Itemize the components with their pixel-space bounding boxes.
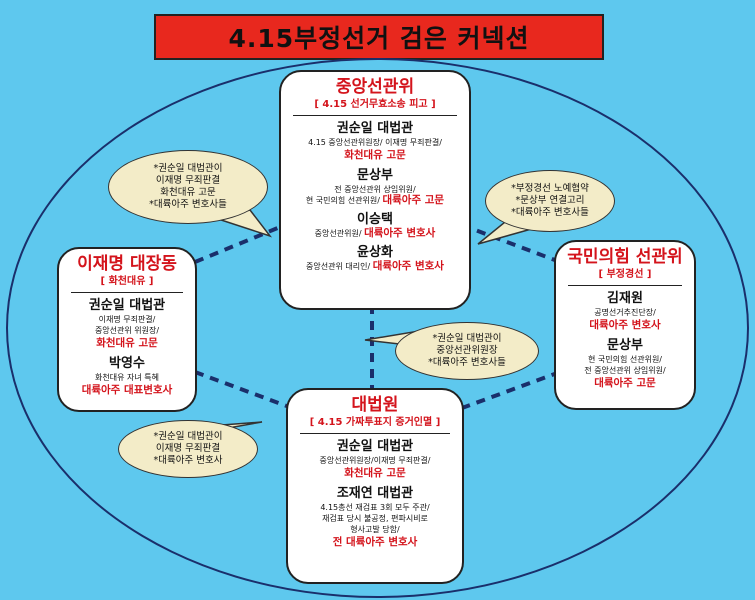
court-person: 권순일 대법관 중앙선관위원장/이재명 무죄판결/ 화천대유 고문 <box>319 439 431 479</box>
nec-person: 문상부 전 중앙선관위 상임위원/ 현 국민의힘 선관위원/ 대륙아주 고문 <box>305 168 445 206</box>
nec-person: 이승택 중앙선관위원/ 대륙아주 변호사 <box>314 212 436 239</box>
court-person: 조재연 대법관 4.15총선 재검표 3회 모두 주관/ 재검표 당시 불공정,… <box>320 486 430 548</box>
divider <box>293 115 457 116</box>
nec-heading: 중앙선관위 <box>335 77 415 97</box>
right-person: 문상부 현 국민의힘 선관위원/ 전 중앙선관위 상임위원/ 대륙아주 고문 <box>584 338 666 389</box>
right-person: 김재원 공명선거추진단장/ 대륙아주 변호사 <box>589 291 661 331</box>
left-heading: 이재명 대장동 <box>77 254 177 274</box>
link-right-court <box>461 370 561 410</box>
link-left-court <box>194 370 293 410</box>
divider <box>71 292 183 293</box>
bubble-bottom-left: *권순일 대법관이 이재명 무죄판결 *대륙아주 변호사 <box>118 420 258 478</box>
right-sub: [ 부정경선 ] <box>598 269 652 280</box>
nec-person: 윤상화 중앙선관위 대리인/ 대륙아주 변호사 <box>306 245 444 272</box>
court-heading: 대법원 <box>351 395 399 415</box>
left-box: 이재명 대장동 [ 화천대유 ] 권순일 대법관 이재명 무죄판결/ 중앙선관위… <box>57 247 197 412</box>
divider <box>300 433 450 434</box>
left-sub: [ 화천대유 ] <box>100 276 154 287</box>
bubble-top-left: *권순일 대법관이 이재명 무죄판결 화천대유 고문 *대륙아주 변호사들 <box>108 150 268 224</box>
nec-person: 권순일 대법관 4.15 중앙선관위원장/ 이재명 무죄판결/ 화천대유 고문 <box>308 121 442 161</box>
nec-box: 중앙선관위 [ 4.15 선거무효소송 피고 ] 권순일 대법관 4.15 중앙… <box>279 70 471 310</box>
court-sub: [ 4.15 가짜투표지 증거인멸 ] <box>309 417 441 428</box>
divider <box>568 285 682 286</box>
bubble-middle: *권순일 대법관이 중앙선관위원장 *대륙아주 변호사들 <box>395 322 539 380</box>
page-title: 4.15부정선거 검은 커넥션 <box>228 24 530 53</box>
left-person: 박영수 화천대유 자녀 특혜 대륙아주 대표변호사 <box>81 356 173 396</box>
nec-sub: [ 4.15 선거무효소송 피고 ] <box>314 99 436 110</box>
title-banner: 4.15부정선거 검은 커넥션 <box>154 14 604 60</box>
link-nec-right <box>461 223 561 264</box>
right-box: 국민의힘 선관위 [ 부정경선 ] 김재원 공명선거추진단장/ 대륙아주 변호사… <box>554 240 696 410</box>
bubble-top-right: *부정경선 노예협약 *문상부 연결고리 *대륙아주 변호사들 <box>485 170 615 232</box>
court-box: 대법원 [ 4.15 가짜투표지 증거인멸 ] 권순일 대법관 중앙선관위원장/… <box>286 388 464 584</box>
link-left-nec <box>194 223 286 264</box>
right-heading: 국민의힘 선관위 <box>567 247 683 267</box>
left-person: 권순일 대법관 이재명 무죄판결/ 중앙선관위 위원장/ 화천대유 고문 <box>88 298 166 349</box>
